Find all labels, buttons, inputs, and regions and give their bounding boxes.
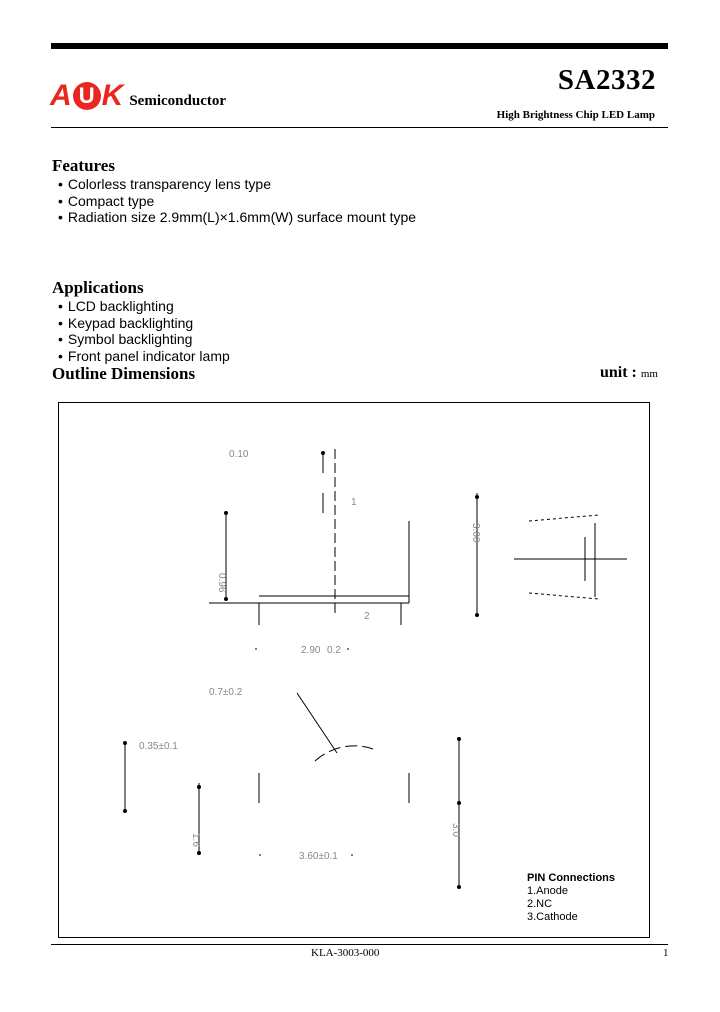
lens-outline <box>528 514 600 522</box>
list-item: Front panel indicator lamp <box>58 348 230 365</box>
applications-title: Applications <box>52 278 144 297</box>
list-item: Symbol backlighting <box>58 331 230 348</box>
unit-text: unit : <box>599 364 637 381</box>
dim-width-tol: 0.2 <box>327 645 341 656</box>
dim-top-small: 0.10 <box>229 449 249 460</box>
pin-title: PIN Connections <box>527 872 616 884</box>
list-item: Keypad backlighting <box>58 315 230 332</box>
pin-connections: PIN Connections 1.Anode 2.NC 3.Cathode <box>527 872 615 924</box>
lens-arc <box>314 745 374 762</box>
dim-label-1: 1 <box>351 497 357 508</box>
list-item: LCD backlighting <box>58 298 230 315</box>
features-title: Features <box>52 156 115 175</box>
logo-circle: U <box>72 82 101 110</box>
dim-label-2: 2 <box>364 611 370 622</box>
header-divider <box>51 127 668 128</box>
pin-item: 3.Cathode <box>527 911 578 923</box>
list-item: Compact type <box>58 193 416 210</box>
outline-diagram: 0.10 1 0.96 3.00 2 2.90 0.2 0.7±0.2 0.35… <box>58 402 650 938</box>
dim-length-left: 1.6 <box>190 833 201 847</box>
dim-length-right: 3.0 <box>450 823 461 837</box>
unit-label: unit : mm <box>600 364 658 382</box>
list-item: Radiation size 2.9mm(L)×1.6mm(W) surface… <box>58 209 416 226</box>
pin-item: 1.Anode <box>527 885 568 897</box>
features-list: Colorless transparency lens type Compact… <box>58 176 416 226</box>
page-number: 1 <box>663 947 669 959</box>
applications-list: LCD backlighting Keypad backlighting Sym… <box>58 298 230 364</box>
document-number: KLA-3003-000 <box>311 947 380 959</box>
dim-height-right: 3.00 <box>470 523 481 543</box>
top-rule <box>51 43 668 49</box>
lens-outline <box>528 592 600 600</box>
list-item: Colorless transparency lens type <box>58 176 416 193</box>
pin-item: 2.NC <box>527 898 553 910</box>
dim-lead: 0.35±0.1 <box>139 741 178 752</box>
footer-rule <box>51 944 668 945</box>
part-number: SA2332 <box>557 64 656 96</box>
dim-width-bottom: 3.60±0.1 <box>299 851 338 862</box>
dim-height-left: 0.96 <box>216 573 227 593</box>
outline-title: Outline Dimensions <box>52 364 196 383</box>
logo-letter-a: A <box>50 79 72 112</box>
logo-letter-k: K <box>101 79 124 112</box>
company-logo: A U K Semiconductor <box>50 78 226 114</box>
company-name: Semiconductor <box>129 92 227 109</box>
dim-width-top: 2.90 <box>301 645 321 656</box>
unit-value: mm <box>640 368 658 380</box>
dimension-drawing: 0.10 1 0.96 3.00 2 2.90 0.2 0.7±0.2 0.35… <box>123 449 627 889</box>
leader-line <box>296 692 338 754</box>
dim-angle: 0.7±0.2 <box>209 687 243 698</box>
logo-letter-u: U <box>78 83 95 108</box>
product-subtitle: High Brightness Chip LED Lamp <box>496 109 655 121</box>
